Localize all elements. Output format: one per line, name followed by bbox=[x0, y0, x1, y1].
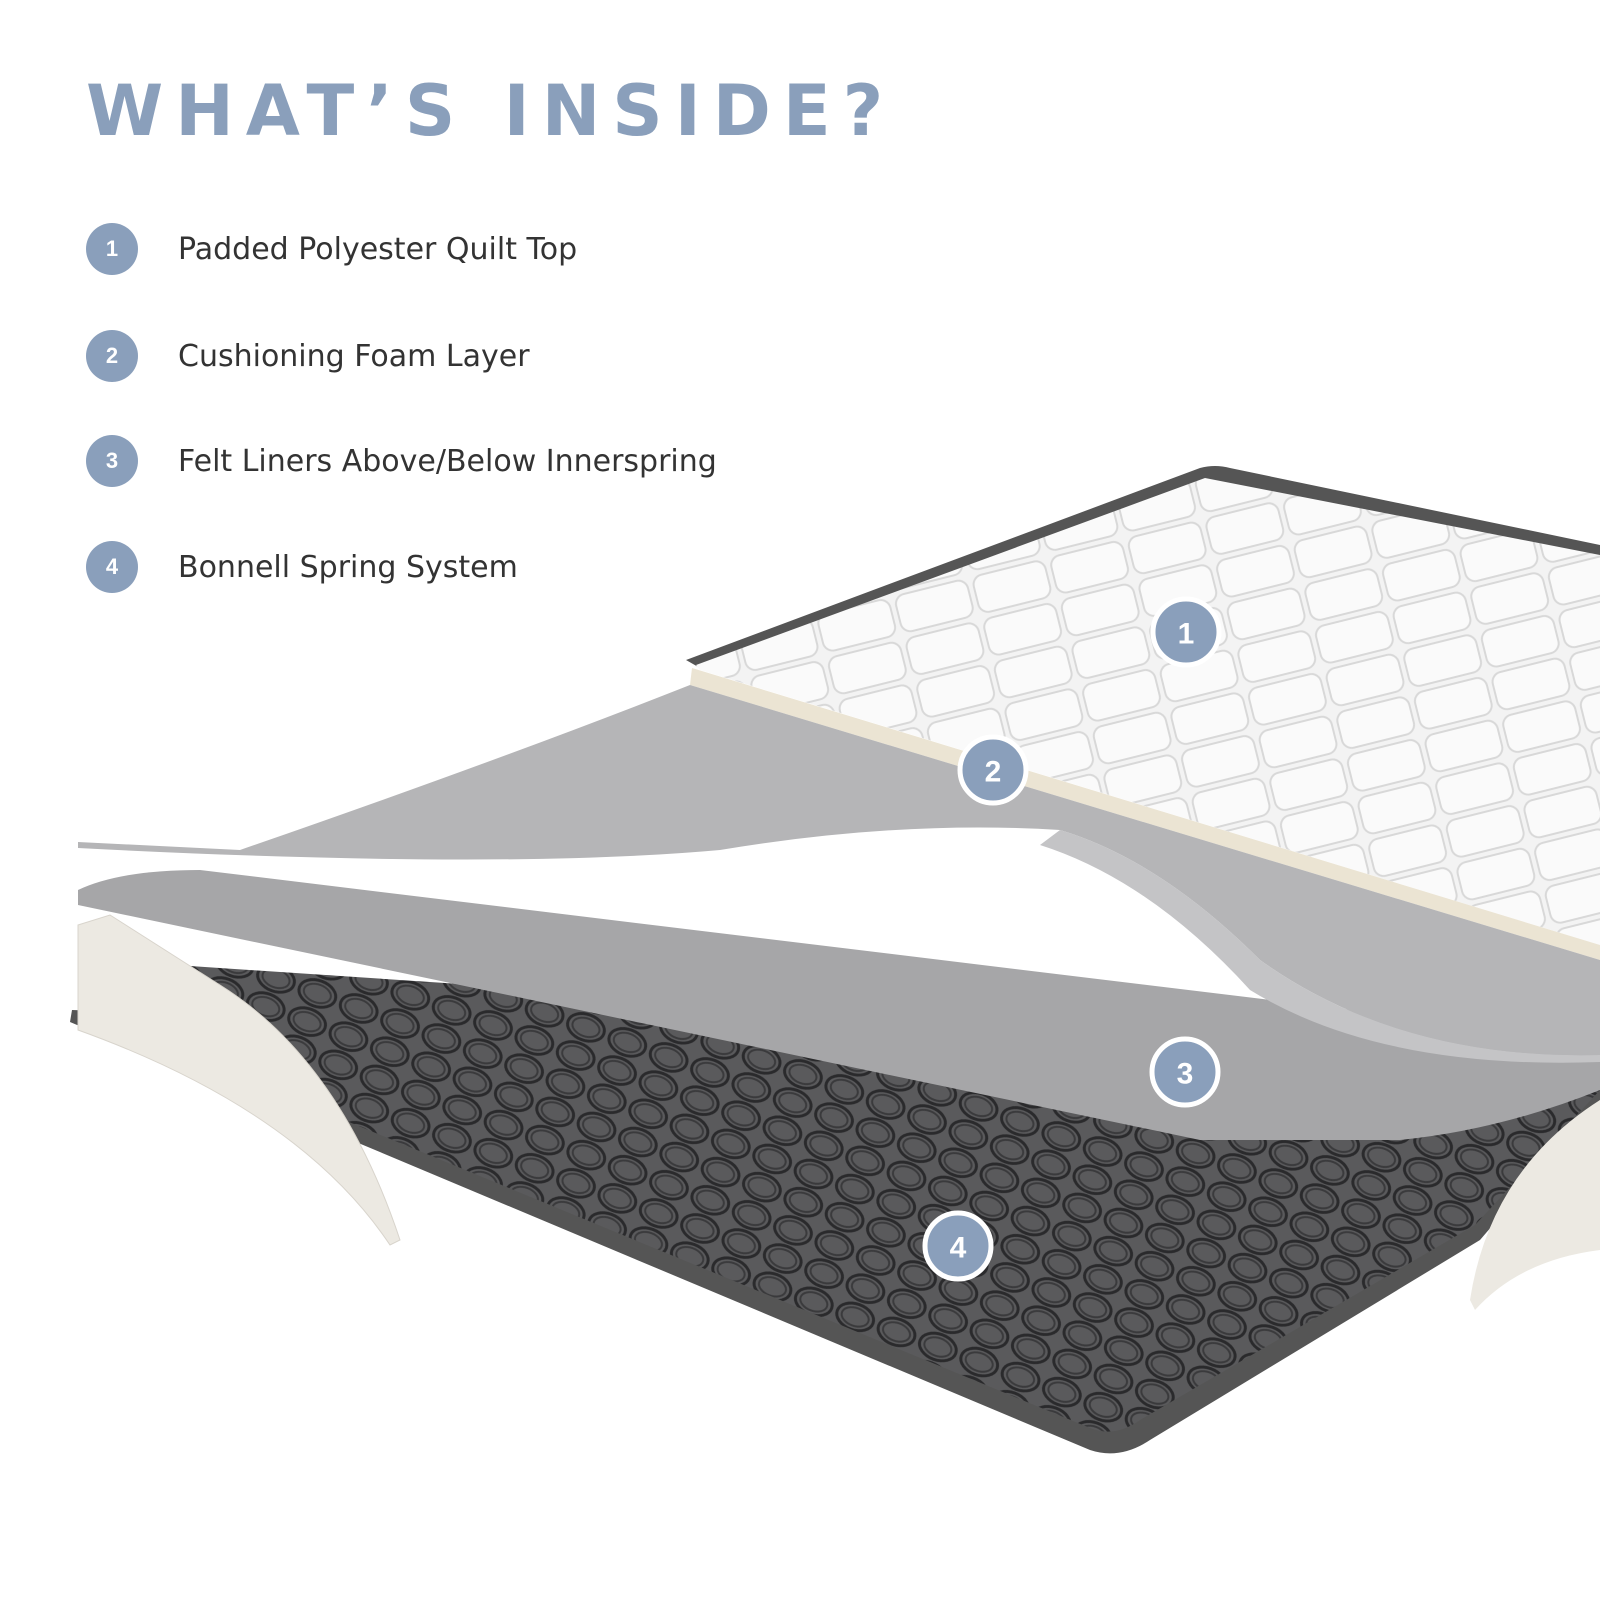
number-badge: 3 bbox=[86, 435, 138, 487]
badge-4: 4 bbox=[922, 1210, 994, 1282]
foam-layer bbox=[690, 668, 1600, 960]
svg-text:3: 3 bbox=[1177, 1058, 1194, 1091]
layer-list-item: 2 Cushioning Foam Layer bbox=[86, 330, 530, 382]
quilt-top bbox=[696, 478, 1600, 945]
layer-label: Felt Liners Above/Below Innerspring bbox=[178, 443, 717, 479]
layer-label: Cushioning Foam Layer bbox=[178, 338, 530, 374]
badge-2: 2 bbox=[957, 734, 1029, 806]
layer-label: Bonnell Spring System bbox=[178, 549, 518, 585]
svg-text:1: 1 bbox=[1178, 618, 1195, 651]
layer-label: Padded Polyester Quilt Top bbox=[178, 231, 578, 267]
number-badge: 2 bbox=[86, 330, 138, 382]
side-panel-right bbox=[1470, 1100, 1600, 1310]
felt-curl bbox=[1040, 830, 1600, 1063]
number-badge: 4 bbox=[86, 541, 138, 593]
layer-list-item: 4 Bonnell Spring System bbox=[86, 541, 518, 593]
felt-liner-upper bbox=[78, 685, 1600, 1056]
side-panel-left bbox=[77, 914, 401, 1246]
badge-3: 3 bbox=[1149, 1036, 1221, 1108]
badge-1: 1 bbox=[1150, 596, 1222, 668]
page-title: WHAT’S INSIDE? bbox=[86, 70, 896, 152]
number-badge: 1 bbox=[86, 223, 138, 275]
svg-text:2: 2 bbox=[985, 756, 1002, 789]
svg-text:4: 4 bbox=[950, 1232, 967, 1265]
layer-list-item: 1 Padded Polyester Quilt Top bbox=[86, 223, 577, 275]
layer-list-item: 3 Felt Liners Above/Below Innerspring bbox=[86, 435, 717, 487]
